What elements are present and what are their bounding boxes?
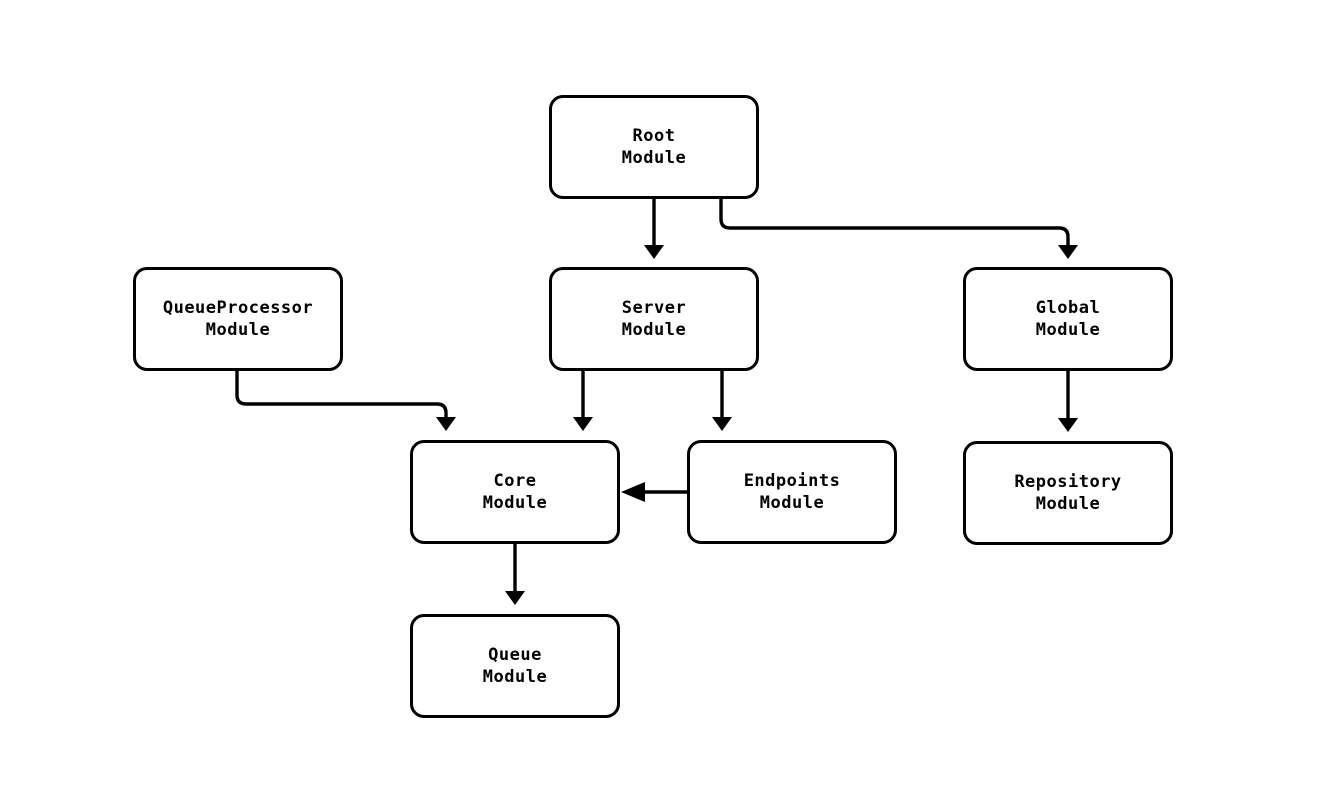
node-repository[interactable]: Repository Module [963, 441, 1173, 545]
node-root-label: Root Module [621, 126, 687, 168]
node-core[interactable]: Core Module [410, 440, 620, 544]
edge-server-to-core-head [573, 417, 593, 431]
node-queue[interactable]: Queue Module [410, 614, 620, 718]
node-server[interactable]: Server Module [549, 267, 759, 371]
edge-root-to-server-head [644, 245, 664, 259]
edge-queueprocessor-to-core [235, 371, 448, 417]
node-core-label: Core Module [482, 471, 548, 513]
edge-root-to-global [719, 199, 1070, 245]
node-root[interactable]: Root Module [549, 95, 759, 199]
node-queueprocessor[interactable]: QueueProcessor Module [133, 267, 343, 371]
node-queue-label: Queue Module [482, 645, 548, 687]
node-endpoints[interactable]: Endpoints Module [687, 440, 897, 544]
node-global[interactable]: Global Module [963, 267, 1173, 371]
edge-server-to-endpoints-head [712, 417, 732, 431]
edge-queueprocessor-to-core-head [436, 417, 456, 431]
edge-root-to-global-head [1058, 245, 1078, 259]
node-queueprocessor-label: QueueProcessor Module [162, 298, 314, 340]
edge-core-to-queue-head [505, 591, 525, 605]
node-repository-label: Repository Module [1014, 472, 1122, 514]
edge-endpoints-to-core-head [621, 482, 645, 502]
node-server-label: Server Module [621, 298, 687, 340]
edge-global-to-repository-head [1058, 418, 1078, 432]
node-global-label: Global Module [1035, 298, 1101, 340]
node-endpoints-label: Endpoints Module [743, 471, 841, 513]
